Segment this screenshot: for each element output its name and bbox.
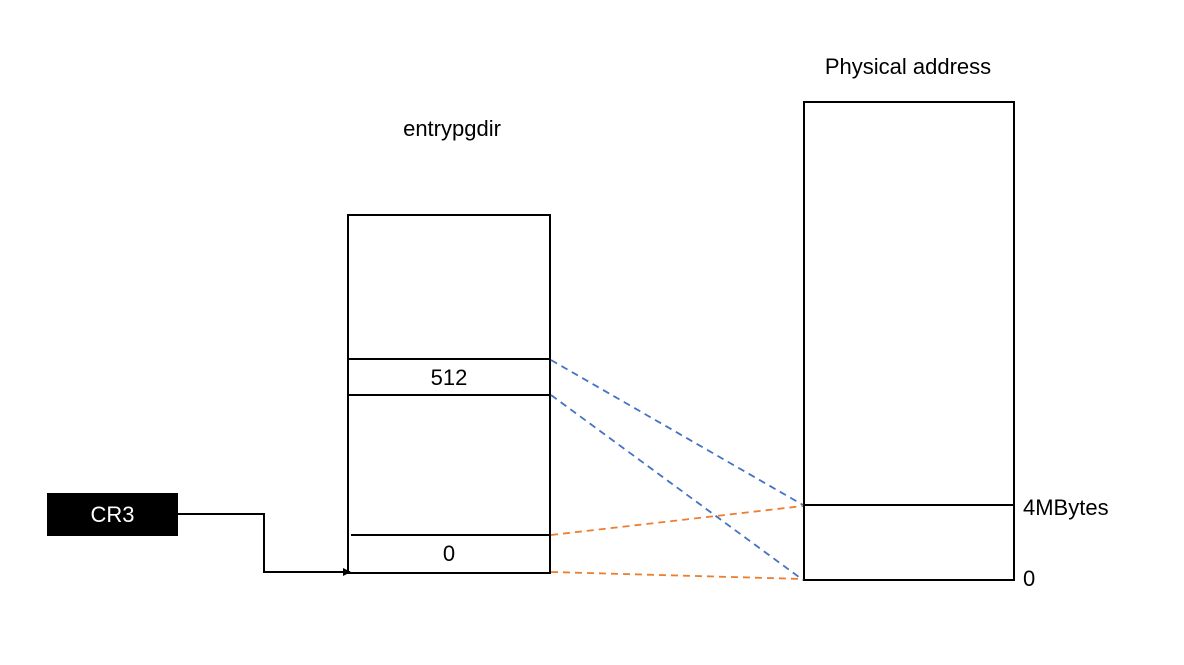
entrypgdir-title: entrypgdir bbox=[403, 116, 501, 141]
cr3-pointer-arrow bbox=[178, 513, 351, 576]
zero-address-label: 0 bbox=[1023, 566, 1036, 591]
mapping-512-lower-line bbox=[550, 394, 804, 581]
cr3-register: CR3 bbox=[47, 493, 178, 536]
entry-512-bottom-border bbox=[347, 394, 551, 396]
mapping-512-upper-line bbox=[550, 359, 804, 506]
mapping-0-upper-line bbox=[550, 505, 804, 536]
entry-512-top-border bbox=[347, 358, 551, 360]
physical-address-title: Physical address bbox=[824, 54, 992, 79]
cr3-label: CR3 bbox=[90, 501, 135, 527]
physical-memory-block bbox=[803, 101, 1015, 581]
4mb-boundary-line bbox=[803, 504, 1015, 506]
4mbytes-label: 4MBytes bbox=[1023, 495, 1109, 520]
entry-0-top-border bbox=[351, 534, 551, 536]
entry-0-label: 0 bbox=[442, 541, 456, 566]
entry-512-label: 512 bbox=[430, 365, 468, 390]
mapping-0-lower-line bbox=[550, 571, 804, 580]
